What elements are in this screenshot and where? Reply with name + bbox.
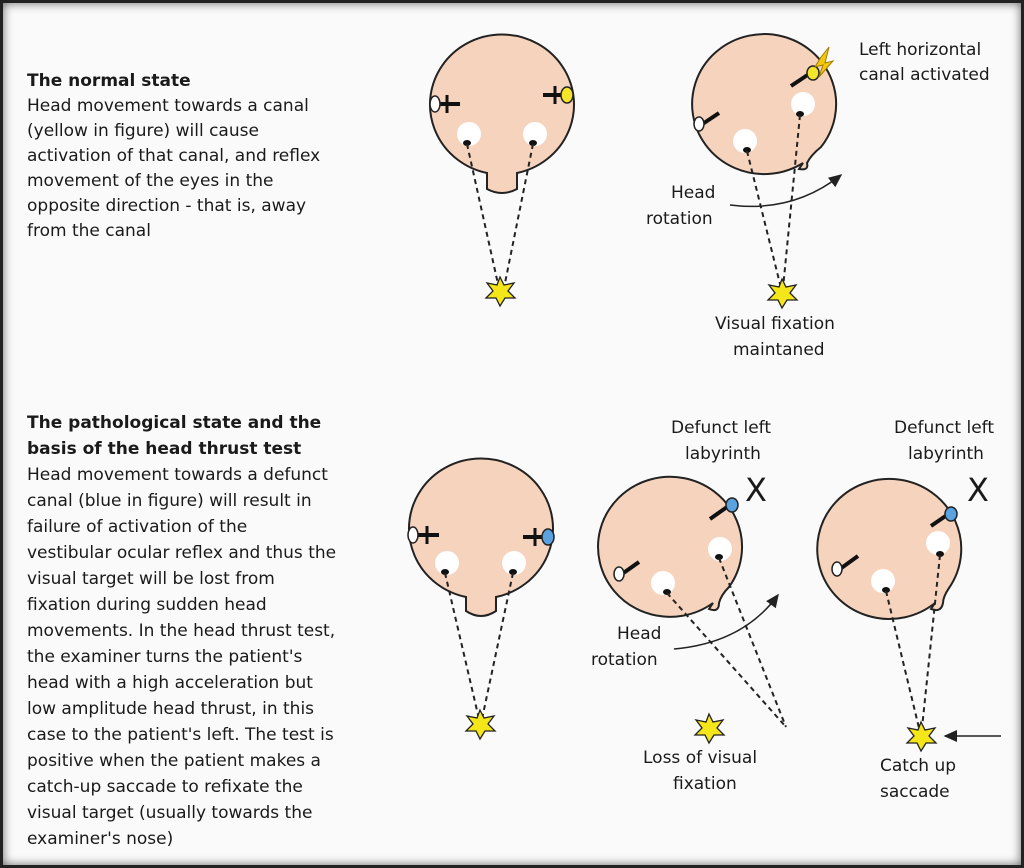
pathological-line: canal (blue in figure) will result in [27, 491, 312, 511]
rotation-arrow [673, 593, 779, 650]
visual-target-star [693, 712, 726, 745]
label-rotation-line1: Head [671, 183, 715, 203]
label-defunct1-line2: labyrinth [685, 444, 761, 464]
pathological-head-front [407, 457, 555, 741]
rotation-arrow [729, 174, 843, 208]
pathological-text-block: The pathological state and the basis of … [27, 410, 336, 852]
normal-head-front [429, 33, 575, 308]
pathological-line: failure of activation of the [27, 517, 248, 537]
visual-target-star [905, 720, 938, 753]
visual-target-star [484, 275, 517, 308]
normal-head-rotated [691, 33, 843, 310]
pathological-line: vestibular ocular reflex and thus the [27, 543, 337, 563]
pathological-line: visual target (usually towards the [27, 803, 313, 823]
normal-line: opposite direction - that is, away [27, 196, 307, 216]
label-rotation-line2: rotation [646, 209, 713, 229]
visual-target-star [464, 708, 497, 741]
pathological-line: Head movement towards a defunct [27, 465, 328, 485]
label-fixation-line1: Visual fixation [715, 314, 835, 334]
pathological-heading-line: basis of the head thrust test [27, 439, 302, 459]
pathological-line: visual target will be lost from [27, 569, 275, 589]
normal-line: (yellow in figure) will cause [27, 121, 259, 141]
label-rotation2-line2: rotation [591, 650, 658, 670]
normal-line: Head movement towards a canal [27, 96, 309, 116]
normal-line: movement of the eyes in the [27, 171, 274, 191]
normal-text-block: The normal state Head movement towards a… [27, 69, 320, 244]
normal-heading: The normal state [27, 71, 191, 91]
diagram-canvas: Left horizontal canal activated Head rot… [407, 33, 1001, 802]
normal-line: from the canal [27, 221, 151, 241]
x-mark-1: X [745, 471, 767, 509]
pathological-line: head with a high acceleration but [27, 673, 313, 693]
activation-spark-icon [813, 46, 835, 78]
pathological-line: positive when the patient makes a [27, 751, 321, 771]
pathological-head-rotated [597, 475, 787, 745]
label-rotation2-line1: Head [617, 624, 661, 644]
label-loss-line2: fixation [673, 774, 737, 794]
label-catchup-line1: Catch up [880, 756, 956, 776]
pathological-line: catch-up saccade to refixate the [27, 777, 303, 797]
label-defunct1-line1: Defunct left [671, 418, 771, 438]
x-mark-2: X [967, 471, 989, 509]
label-fixation-line2: maintaned [733, 340, 825, 360]
label-defunct2-line1: Defunct left [894, 418, 994, 438]
label-canal-line2: canal activated [859, 65, 990, 85]
normal-line: activation of that canal, and reflex [27, 146, 321, 166]
pathological-heading-line: The pathological state and the [27, 413, 322, 433]
pathological-head-catchup [816, 478, 1001, 753]
visual-target-star [766, 277, 799, 310]
pathological-line: examiner's nose) [27, 829, 174, 849]
pathological-line: movements. In the head thrust test, [27, 621, 336, 641]
pathological-line: the examiner turns the patient's [27, 647, 303, 667]
pathological-line: fixation during sudden head [27, 595, 267, 615]
pathological-line: case to the patient's left. The test is [27, 725, 334, 745]
pathological-line: low amplitude head thrust, in this [27, 699, 315, 719]
label-canal-line1: Left horizontal [859, 40, 981, 60]
label-loss-line1: Loss of visual [643, 748, 757, 768]
label-defunct2-line2: labyrinth [908, 444, 984, 464]
label-catchup-line2: saccade [880, 782, 950, 802]
